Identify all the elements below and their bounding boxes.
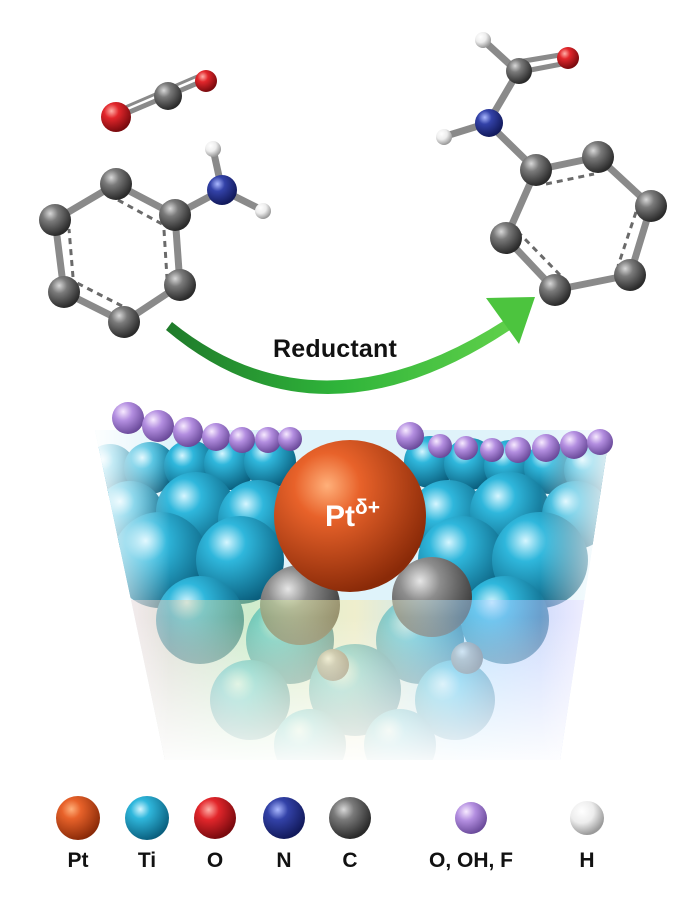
legend-label-n: N <box>276 849 292 872</box>
legend-swatch-o <box>194 797 236 839</box>
carbon-atom <box>582 141 614 173</box>
hydrogen-atom <box>436 129 452 145</box>
carbon-atom <box>108 306 140 338</box>
legend-swatch-o-oh-f <box>455 802 487 834</box>
hydrogen-atom <box>205 141 221 157</box>
carbon-atom <box>506 58 532 84</box>
pt-atom <box>274 440 426 592</box>
pt-site-symbol: Pt <box>325 500 355 533</box>
carbon-atom <box>100 168 132 200</box>
aniline-molecule <box>39 141 271 338</box>
legend-swatch-n <box>263 797 305 839</box>
oxygen-atom <box>557 47 579 69</box>
legend-label-pt: Pt <box>67 849 89 872</box>
carbon-atom <box>520 154 552 186</box>
legend-swatch-h <box>570 801 604 835</box>
hydrogen-atom <box>475 32 491 48</box>
pt-site-charge: δ+ <box>355 496 380 519</box>
carbon-atom <box>539 274 571 306</box>
hydrogen-atom <box>255 203 271 219</box>
carbon-atom <box>48 276 80 308</box>
legend-swatch-c <box>329 797 371 839</box>
reaction-arrow <box>166 297 535 394</box>
nitrogen-atom <box>207 175 237 205</box>
legend-swatches <box>56 796 604 840</box>
carbon-atom <box>164 269 196 301</box>
legend-label-ti: Ti <box>137 849 157 872</box>
legend-swatch-ti <box>125 796 169 840</box>
carbon-atom <box>39 204 71 236</box>
reductant-label: Reductant <box>273 335 398 363</box>
legend-label-h: H <box>579 849 595 872</box>
legend-label-o: O <box>206 849 224 872</box>
co2-oxygen-atom <box>101 102 131 132</box>
catalyst-surface <box>95 402 613 760</box>
legend-label-o-oh-f: O, OH, F <box>429 849 513 872</box>
carbon-atom <box>635 190 667 222</box>
pt-site-label: Ptδ+ <box>325 496 380 534</box>
co2-carbon-atom <box>154 82 182 110</box>
co2-molecule <box>101 70 217 132</box>
carbon-atom <box>159 199 191 231</box>
carbon-atom <box>614 259 646 291</box>
carbon-atom <box>490 222 522 254</box>
co2-oxygen-atom <box>195 70 217 92</box>
formanilide-molecule <box>436 32 667 306</box>
legend-label-c: C <box>342 849 358 872</box>
nitrogen-atom <box>475 109 503 137</box>
legend-swatch-pt <box>56 796 100 840</box>
